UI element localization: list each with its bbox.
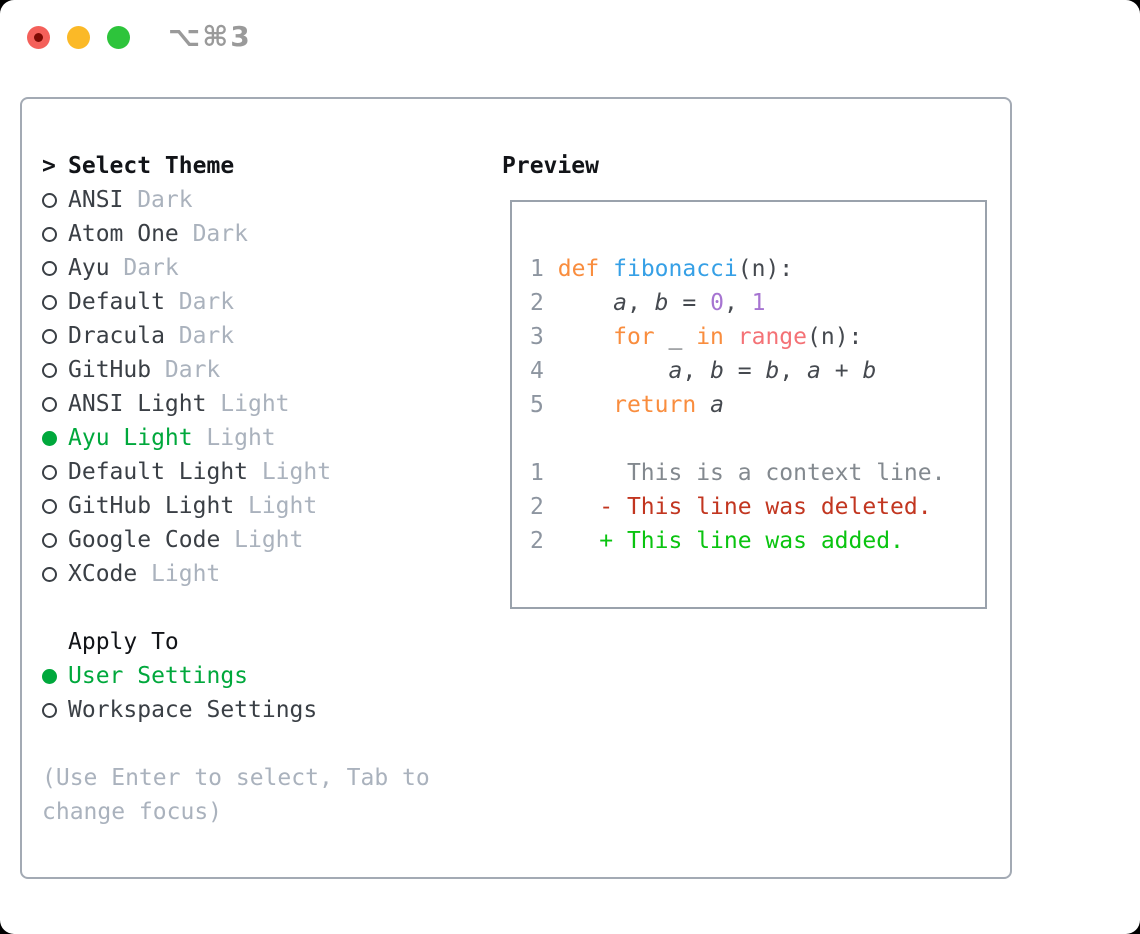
line-number: 4 [530, 358, 544, 384]
preview-box: 1 def fibonacci(n): 2 a, b = 0, 1 3 for _ … [510, 200, 987, 609]
theme-variant-tag: Light [220, 391, 290, 417]
zoom-button[interactable] [107, 26, 130, 49]
preview-title: Preview [502, 153, 599, 179]
apply-option-label: Workspace Settings [68, 697, 318, 723]
theme-name: ANSI Light [68, 391, 207, 417]
preview-code-line: 1 def fibonacci(n): [530, 256, 794, 282]
preview-code-line: 4 a, b = b, a + b [530, 358, 877, 384]
radio-icon [42, 362, 57, 378]
titlebar: ⌥⌘3 [0, 0, 1140, 75]
radio-icon [42, 532, 57, 548]
apply-option-user-settings[interactable]: User Settings [42, 659, 430, 693]
select-theme-title: Select Theme [68, 153, 235, 179]
theme-name: Default [68, 289, 165, 315]
preview-code-line: 3 for _ in range(n): [530, 324, 863, 350]
theme-variant-tag: Dark [178, 323, 235, 349]
radio-icon [42, 498, 57, 514]
theme-variant-tag: Light [247, 493, 318, 519]
minimize-button[interactable] [67, 26, 90, 49]
theme-variant-tag: Light [261, 459, 332, 485]
theme-name: Google Code [68, 527, 221, 553]
radio-icon [42, 566, 57, 582]
theme-name: GitHub [68, 357, 152, 383]
theme-option-ansi-light[interactable]: ANSI Light Light [42, 387, 430, 421]
window-title: ⌥⌘3 [168, 20, 252, 53]
radio-icon [42, 396, 57, 412]
theme-option-ayu-light[interactable]: Ayu Light Light [42, 421, 430, 455]
line-number: 1 [530, 256, 544, 282]
theme-option-github[interactable]: GitHub Dark [42, 353, 430, 387]
theme-option-ansi[interactable]: ANSI Dark [42, 183, 430, 217]
theme-variant-tag: Light [234, 527, 304, 553]
theme-name: ANSI [68, 187, 124, 213]
preview-code-line: 2 a, b = 0, 1 [530, 290, 766, 316]
theme-option-dracula[interactable]: Dracula Dark [42, 319, 430, 353]
close-dot-icon [34, 33, 43, 42]
radio-icon [42, 294, 57, 310]
apply-to-header: Apply To [42, 625, 430, 659]
selection-caret-icon: > [42, 153, 56, 179]
radio-icon [42, 702, 57, 718]
theme-option-xcode[interactable]: XCode Light [42, 557, 430, 591]
radio-icon [42, 260, 57, 276]
line-number: 5 [530, 392, 544, 418]
preview-code-line: 1 This is a context line. [530, 460, 946, 486]
spacer [42, 591, 430, 625]
theme-variant-tag: Dark [137, 187, 193, 213]
theme-option-google-code[interactable]: Google Code Light [42, 523, 430, 557]
preview-blank-line [530, 422, 945, 456]
preview-code-line: 5 return a [530, 392, 724, 418]
theme-name: Dracula [68, 323, 165, 349]
preview-code-line: 2 + This line was added. [530, 528, 904, 554]
apply-to-title: Apply To [68, 629, 179, 655]
spacer [42, 727, 430, 761]
radio-selected-icon [42, 430, 57, 446]
theme-variant-tag: Dark [178, 289, 235, 315]
apply-option-workspace-settings[interactable]: Workspace Settings [42, 693, 430, 727]
line-number: 2 [530, 528, 544, 554]
theme-name: XCode [68, 561, 138, 587]
theme-option-github-light[interactable]: GitHub Light Light [42, 489, 430, 523]
close-button[interactable] [27, 26, 50, 49]
theme-variant-tag: Dark [192, 221, 248, 247]
theme-variant-tag: Light [206, 425, 276, 451]
theme-variant-tag: Light [151, 561, 221, 587]
radio-icon [42, 328, 57, 344]
apply-option-label: User Settings [68, 663, 249, 689]
theme-name: Ayu Light [68, 425, 193, 451]
theme-variant-tag: Dark [164, 357, 221, 383]
radio-icon [42, 464, 57, 480]
traffic-lights [27, 26, 130, 49]
line-number: 3 [530, 324, 544, 350]
select-theme-header: > Select Theme [42, 149, 430, 183]
theme-option-default-light[interactable]: Default Light Light [42, 455, 430, 489]
line-number: 2 [530, 494, 544, 520]
theme-option-ayu[interactable]: Ayu Dark [42, 251, 430, 285]
keyboard-hint: (Use Enter to select, Tab to change focu… [42, 765, 430, 825]
theme-option-atom-one[interactable]: Atom One Dark [42, 217, 430, 251]
theme-option-default[interactable]: Default Dark [42, 285, 430, 319]
theme-variant-tag: Dark [123, 255, 179, 281]
line-number: 1 [530, 460, 544, 486]
radio-selected-icon [42, 668, 57, 684]
theme-name: Atom One [68, 221, 179, 247]
theme-name: Default Light [68, 459, 249, 485]
radio-icon [42, 192, 57, 208]
radio-icon [42, 226, 57, 242]
preview-code: 1 def fibonacci(n): 2 a, b = 0, 1 3 for _ … [530, 252, 945, 558]
theme-name: GitHub Light [68, 493, 235, 519]
line-number: 2 [530, 290, 544, 316]
preview-code-line: 2 - This line was deleted. [530, 494, 932, 520]
theme-name: Ayu [68, 255, 110, 281]
